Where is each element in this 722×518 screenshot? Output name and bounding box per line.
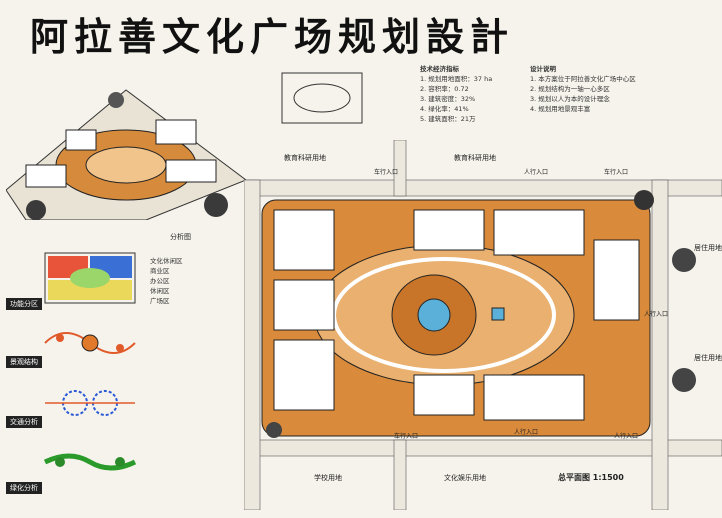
- design-header: 设计说明: [530, 65, 556, 73]
- entrance-label: 车行入口: [604, 168, 628, 176]
- page-title: 阿拉善文化广场规划設計: [30, 14, 515, 59]
- entrance-label: 人行入口: [514, 428, 538, 436]
- perspective-sketch: [6, 89, 246, 220]
- note-item: 4. 绿化率：41%: [420, 105, 469, 113]
- street-label-north-east: 教育科研用地: [454, 153, 496, 162]
- landscape-diagram: [44, 332, 136, 354]
- design-item: 3. 规划以人为本的设计理念: [530, 95, 610, 103]
- master-plan: 教育科研用地 教育科研用地 学校用地 文化娱乐用地 居住用地 居住用地 车行入口…: [244, 140, 722, 510]
- design-item: 1. 本方案位于阿拉善文化广场中心区: [530, 75, 636, 83]
- landscape-label: 景观结构: [6, 356, 42, 368]
- design-item: 4. 规划用地景观丰富: [530, 105, 591, 113]
- street-label-south-east: 文化娱乐用地: [444, 473, 486, 482]
- greenery-label: 绿化分析: [6, 482, 42, 494]
- function-label: 功能分区: [6, 298, 42, 310]
- function-diagram: [44, 252, 136, 304]
- entrance-label: 人行入口: [614, 432, 638, 440]
- legend-item: 文化休闲区: [150, 257, 183, 265]
- design-notes: 设计说明 1. 本方案位于阿拉善文化广场中心区 2. 规划结构为一轴一心多区 3…: [530, 64, 710, 114]
- entrance-label: 车行入口: [394, 432, 418, 440]
- traffic-diagram: [45, 390, 135, 416]
- street-label-south: 学校用地: [314, 473, 342, 482]
- note-item: 3. 建筑密度：32%: [420, 95, 476, 103]
- legend-item: 休闲区: [150, 287, 170, 295]
- street-label-north: 教育科研用地: [284, 153, 326, 162]
- entrance-label: 人行入口: [644, 310, 668, 318]
- legend-item: 商业区: [150, 267, 170, 275]
- tech-notes: 技术经济指标 1. 规划用地面积：37 ha 2. 容积率：0.72 3. 建筑…: [420, 64, 520, 124]
- greenery-diagram: [43, 453, 137, 471]
- legend-list: 文化休闲区 商业区 办公区 休闲区 广场区: [150, 256, 183, 306]
- note-item: 5. 建筑面积：21万: [420, 115, 476, 123]
- site-small-plan: [281, 72, 363, 124]
- entrance-label: 车行入口: [374, 168, 398, 176]
- legend-item: 办公区: [150, 277, 170, 285]
- note-item: 1. 规划用地面积：37 ha: [420, 75, 493, 83]
- design-item: 2. 规划结构为一轴一心多区: [530, 85, 610, 93]
- traffic-label: 交通分析: [6, 416, 42, 428]
- street-label-east: 居住用地: [694, 243, 722, 252]
- entrance-label: 人行入口: [524, 168, 548, 176]
- legend-item: 广场区: [150, 297, 170, 305]
- notes-header: 技术经济指标: [420, 65, 459, 73]
- analysis-title: 分析图: [170, 233, 191, 241]
- street-label-east-2: 居住用地: [694, 353, 722, 362]
- note-item: 2. 容积率：0.72: [420, 85, 469, 93]
- plan-title: 总平面图 1:1500: [558, 473, 624, 482]
